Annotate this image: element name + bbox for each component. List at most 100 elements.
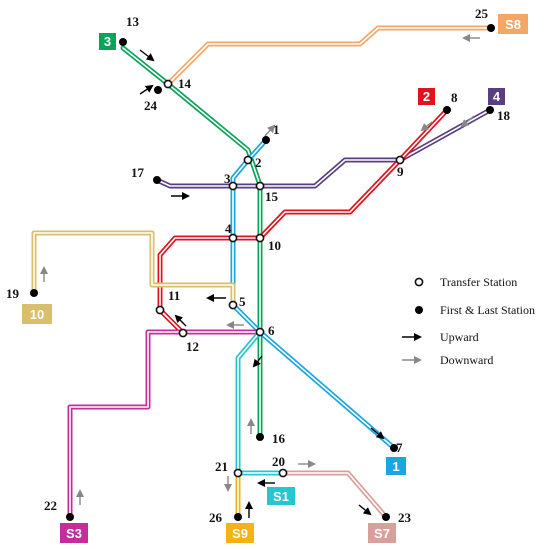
line-badge-s1: S1 [267,487,295,505]
station-label-4: 4 [225,221,232,236]
terminal-station-23 [382,513,390,521]
line-badge-2: 2 [418,88,435,105]
upward-arrow [139,84,154,95]
terminal-stations [30,24,495,521]
station-label-3: 3 [224,171,231,186]
station-label-25: 25 [475,6,489,21]
svg-text:S8: S8 [505,17,521,32]
direction-arrows [40,34,480,518]
station-label-2: 2 [255,155,262,170]
station-label-14: 14 [178,76,192,91]
station-label-9: 9 [397,164,404,179]
line-badge-s8: S8 [498,14,528,34]
line-s7-route [280,470,389,520]
legend-terminal-icon [415,306,423,314]
upward-arrow [174,314,187,327]
transfer-station-2 [243,155,253,165]
svg-text:3: 3 [104,34,111,49]
terminal-station-16 [256,433,264,441]
station-label-10: 10 [268,238,281,253]
line-badge-s9: S9 [226,523,254,543]
station-label-22: 22 [44,498,57,513]
transfer-station-21 [233,468,243,478]
legend-transfer-label: Transfer Station [440,275,517,289]
transfer-station-14 [163,79,173,89]
line-badge-4: 4 [488,88,505,105]
station-label-7: 7 [396,440,403,455]
svg-text:S7: S7 [374,526,390,541]
transfer-station-10 [255,233,265,243]
line-badge-1: 1 [386,457,406,475]
station-label-8: 8 [451,90,458,105]
station-label-11: 11 [168,288,180,303]
terminal-station-22 [66,513,74,521]
svg-text:2: 2 [423,89,430,104]
upward-arrow [358,504,372,516]
svg-text:4: 4 [493,89,501,104]
station-label-5: 5 [239,294,246,309]
terminal-station-18 [486,106,494,114]
svg-text:S3: S3 [66,526,82,541]
svg-text:1: 1 [392,459,399,474]
svg-text:S9: S9 [232,526,248,541]
station-label-16: 16 [272,431,286,446]
station-label-23: 23 [398,510,412,525]
upward-arrow [252,355,263,368]
terminal-station-26 [234,513,242,521]
downward-arrow [264,124,276,137]
upward-arrow [139,49,155,62]
terminal-station-1 [262,136,270,144]
station-label-19: 19 [6,286,20,301]
transfer-stations [155,79,405,478]
legend-transfer-icon [414,277,424,287]
line-2-route [157,107,450,336]
station-label-13: 13 [126,14,140,29]
line-10-route [31,230,236,308]
svg-text:S1: S1 [273,489,289,504]
transfer-station-5 [228,300,238,310]
station-label-12: 12 [186,339,199,354]
station-label-18: 18 [497,108,511,123]
line-4-route [154,107,493,189]
transfer-station-12 [178,328,188,338]
upward-arrow [370,427,385,440]
transfer-station-4 [228,233,238,243]
legend-terminal-label: First & Last Station [440,303,535,317]
terminal-station-8 [443,106,451,114]
station-label-6: 6 [268,323,275,338]
terminal-station-24 [154,86,162,94]
terminal-station-17 [153,176,161,184]
transfer-station-9 [395,155,405,165]
transfer-station-3 [228,181,238,191]
transfer-station-20 [278,468,288,478]
station-labels: 13 14 24 25 1 2 3 15 17 9 8 18 4 10 19 1… [6,6,511,525]
line-badge-3: 3 [99,33,116,50]
station-label-26: 26 [209,510,223,525]
station-label-20: 20 [272,454,285,469]
terminal-station-13 [119,38,127,46]
legend-upward-label: Upward [440,330,479,344]
line-badge-s7: S7 [368,523,396,543]
transfer-station-11 [155,305,165,315]
station-label-15: 15 [265,189,279,204]
line-badge-s3: S3 [60,523,88,543]
line-s3-route [67,329,263,520]
line-badge-10: 10 [22,304,52,324]
legend: Transfer Station First & Last Station Up… [402,275,535,367]
transfer-station-6 [255,327,265,337]
station-label-1: 1 [273,122,280,137]
station-label-24: 24 [144,98,158,113]
downward-arrow [420,121,433,132]
station-label-21: 21 [215,459,228,474]
terminal-station-19 [30,289,38,297]
terminal-station-7 [390,444,398,452]
legend-downward-label: Downward [440,353,493,367]
line-s8-route [165,25,494,87]
transfer-station-15 [255,181,265,191]
station-label-17: 17 [131,165,145,180]
downward-arrow [460,115,475,128]
terminal-station-25 [487,24,495,32]
svg-text:10: 10 [30,307,44,322]
line-badges: 3 S8 2 4 10 1 S1 S3 [22,14,528,543]
